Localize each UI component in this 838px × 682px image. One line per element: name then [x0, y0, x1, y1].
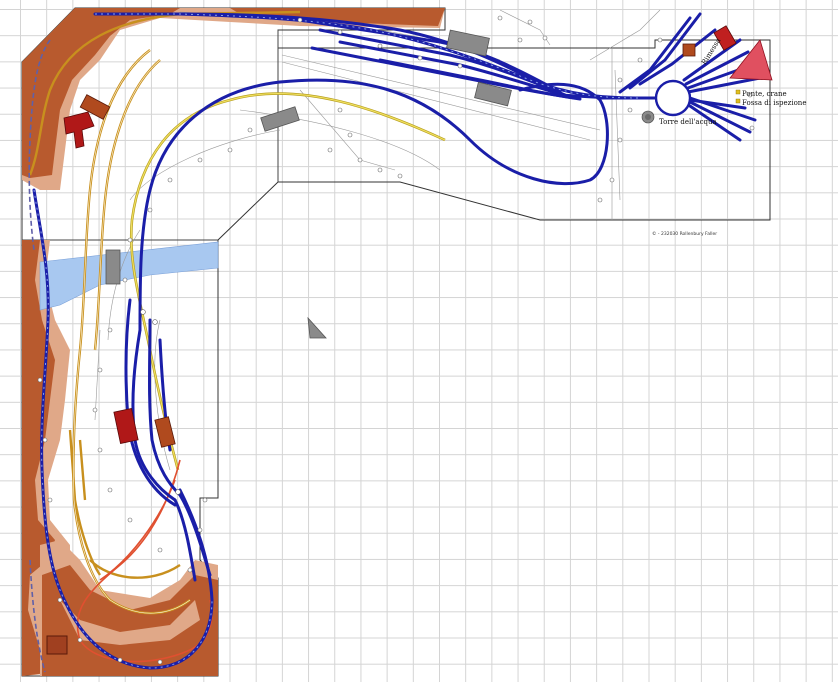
water-tower-icon [641, 110, 655, 124]
inspection-pit-label: Fossa di ispezione [742, 99, 807, 107]
credit-label: © - 232030 Rollenbury Faller [652, 232, 718, 237]
water-tower-label: Torre dell'acqua [659, 118, 717, 126]
yellow-track [129, 92, 446, 471]
board-outline [21, 7, 771, 677]
turnout-markers [37, 15, 755, 665]
turntable [654, 79, 692, 117]
buildings [63, 25, 773, 448]
facility-markers [735, 89, 741, 104]
branch-line-lower [29, 559, 46, 673]
lower-track-inner [73, 49, 191, 614]
cursor-triangle-icon [307, 316, 327, 339]
crane-label: Ponte, crane [742, 90, 787, 98]
branch-line [28, 39, 51, 251]
track-ties [33, 13, 641, 669]
main-track [32, 12, 762, 670]
yellow-track-inner [130, 92, 446, 471]
